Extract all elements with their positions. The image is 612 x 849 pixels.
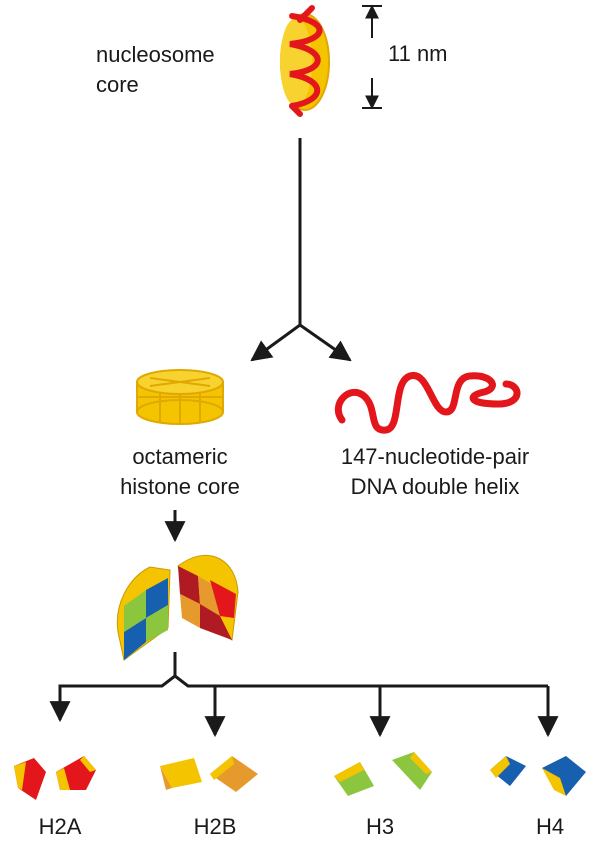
h3-label: H3 (365, 814, 395, 839)
h2a-label: H2A (38, 814, 82, 839)
h2b-pair-icon (160, 756, 258, 792)
h3-pair-icon (334, 752, 432, 796)
histone-core-label-line1: octameric (132, 444, 228, 469)
dna-label: 147-nucleotide-pair DNA double helix (300, 442, 570, 502)
h2a-pair-icon (14, 756, 96, 800)
h4-pair-icon (490, 756, 586, 796)
dna-label-line2: DNA double helix (350, 474, 520, 499)
histone-core-label: octameric histone core (90, 442, 270, 502)
dna-label-line1: 147-nucleotide-pair (340, 444, 530, 469)
nucleosome-core-label: nucleosome core (96, 40, 215, 100)
size-label: 11 nm (388, 41, 448, 66)
nucleosome-icon (280, 5, 330, 117)
histone-core-label-line2: histone core (120, 474, 240, 499)
nucleosome-core-label-line1: nucleosome (96, 42, 215, 67)
octamer-split-icon (116, 554, 239, 661)
nucleosome-core-label-line2: core (96, 72, 139, 97)
dimension-marker (362, 4, 382, 110)
branch-arrow-main (250, 138, 352, 362)
histone-core-icon (136, 369, 224, 425)
h2b-label: H2B (193, 814, 237, 839)
h4-label: H4 (535, 814, 565, 839)
dna-helix-icon (334, 372, 521, 434)
distribution-arrows (49, 652, 559, 738)
